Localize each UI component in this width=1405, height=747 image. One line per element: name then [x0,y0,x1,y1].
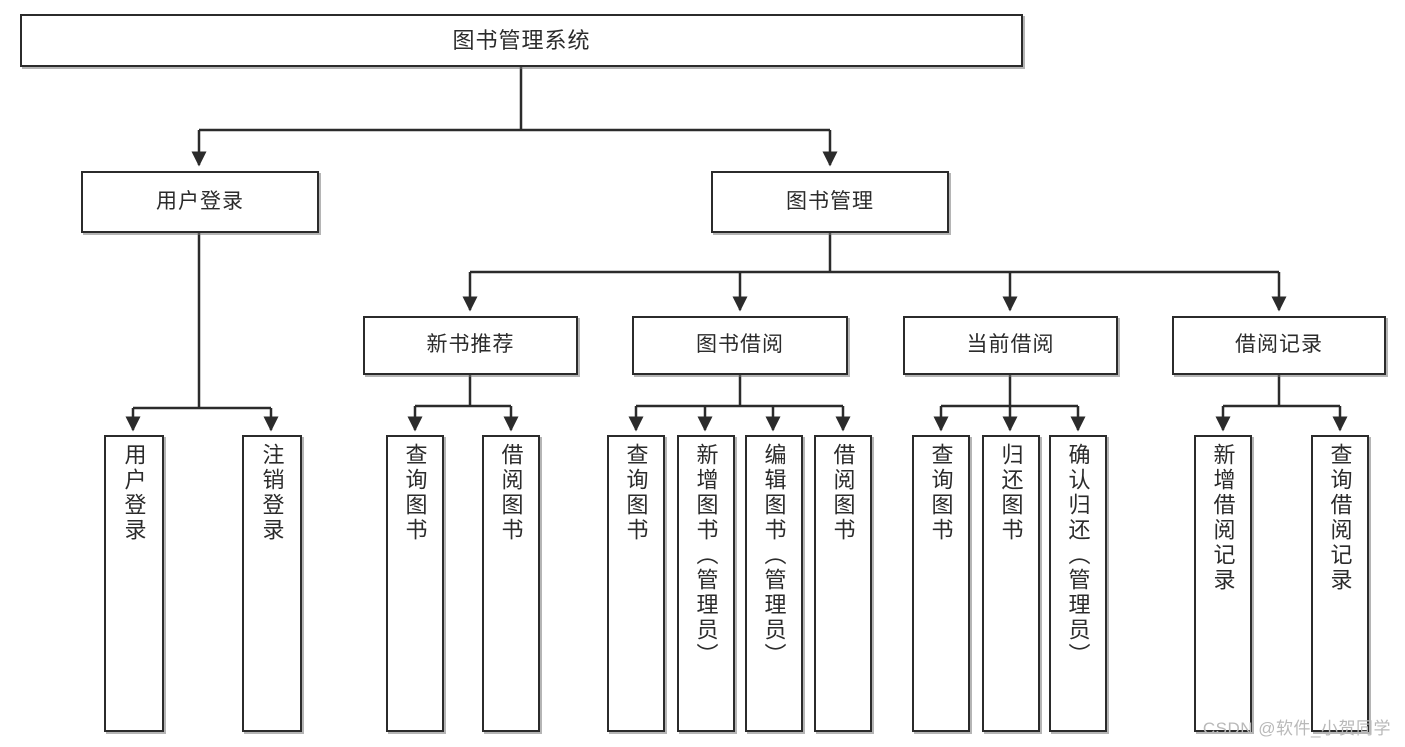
node-borrow-record[interactable]: 借阅记录 [1172,316,1386,375]
watermark: CSDN @软件_小贺同学 [1202,719,1391,738]
leaf-return-book[interactable]: 归还图书 [982,435,1040,732]
node-book-borrow[interactable]: 图书借阅 [632,316,848,375]
node-new-book-recommend-label: 新书推荐 [426,333,515,357]
leaf-query-book-newbook-label: 查询图书 [402,443,428,543]
node-borrow-record-label: 借阅记录 [1235,333,1323,357]
node-root[interactable]: 图书管理系统 [20,14,1023,67]
node-user-login[interactable]: 用户登录 [81,171,319,233]
leaf-confirm-return-admin[interactable]: 确认归还（管理员） [1049,435,1107,732]
leaf-logout[interactable]: 注销登录 [242,435,302,732]
leaf-query-book-current[interactable]: 查询图书 [912,435,970,732]
leaf-query-borrow-record-label: 查询借阅记录 [1327,443,1353,593]
leaf-borrow-book-borrow-label: 借阅图书 [830,443,856,543]
leaf-borrow-book-newbook[interactable]: 借阅图书 [482,435,540,732]
leaf-return-book-label: 归还图书 [998,443,1024,543]
leaf-borrow-book-borrow[interactable]: 借阅图书 [814,435,872,732]
leaf-confirm-return-admin-label: 确认归还（管理员） [1065,443,1091,668]
leaf-add-book-admin[interactable]: 新增图书（管理员） [677,435,735,732]
node-current-borrow-label: 当前借阅 [966,333,1055,357]
node-book-borrow-label: 图书借阅 [696,333,784,357]
leaf-edit-book-admin-label: 编辑图书（管理员） [761,443,787,668]
leaf-logout-label: 注销登录 [259,443,285,543]
leaf-query-book-current-label: 查询图书 [928,443,954,543]
leaf-borrow-book-newbook-label: 借阅图书 [498,443,524,543]
leaf-query-book-borrow-label: 查询图书 [623,443,649,543]
leaf-query-book-borrow[interactable]: 查询图书 [607,435,665,732]
node-book-management-label: 图书管理 [786,189,874,213]
node-root-label: 图书管理系统 [452,27,591,53]
node-book-management[interactable]: 图书管理 [711,171,949,233]
leaf-user-login-label: 用户登录 [121,443,147,543]
leaf-query-borrow-record[interactable]: 查询借阅记录 [1311,435,1369,732]
node-current-borrow[interactable]: 当前借阅 [903,316,1118,375]
leaf-query-book-newbook[interactable]: 查询图书 [386,435,444,732]
leaf-add-borrow-record[interactable]: 新增借阅记录 [1194,435,1252,732]
node-new-book-recommend[interactable]: 新书推荐 [363,316,578,375]
leaf-user-login[interactable]: 用户登录 [104,435,164,732]
node-user-login-label: 用户登录 [156,189,244,213]
leaf-add-borrow-record-label: 新增借阅记录 [1210,443,1236,593]
leaf-add-book-admin-label: 新增图书（管理员） [693,443,719,668]
leaf-edit-book-admin[interactable]: 编辑图书（管理员） [745,435,803,732]
